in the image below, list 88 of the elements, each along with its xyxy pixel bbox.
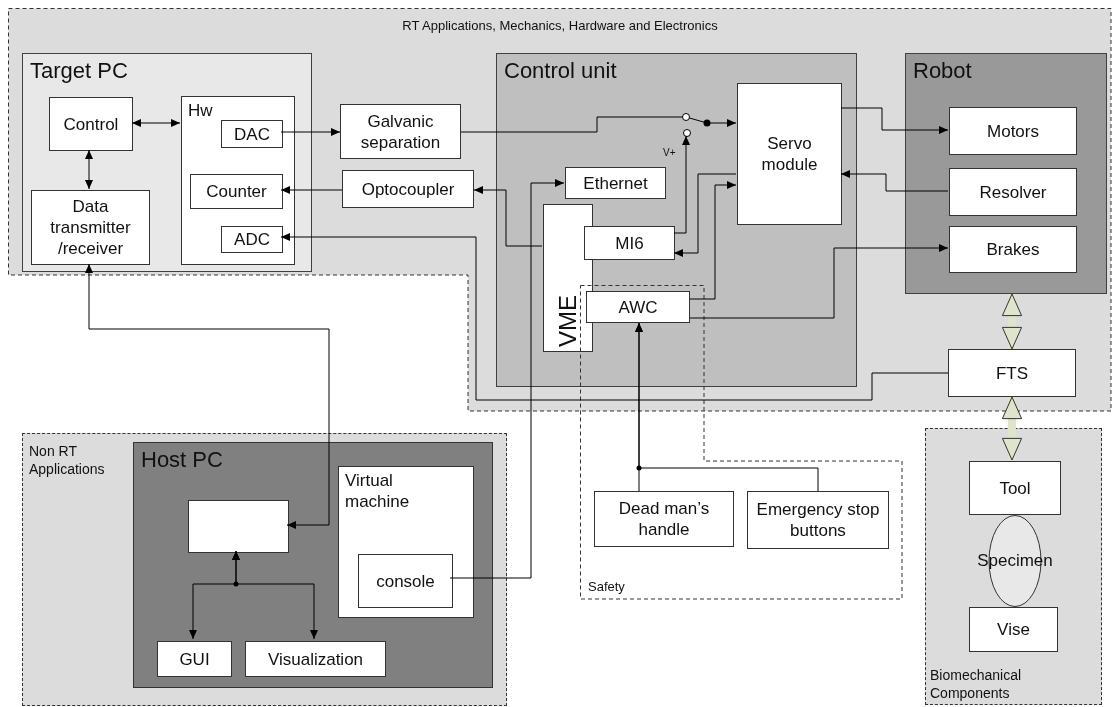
process-box	[49, 97, 133, 151]
process-box	[584, 226, 675, 260]
arrow	[635, 322, 819, 492]
process-box	[221, 120, 283, 148]
dashed-region	[8, 8, 1112, 412]
box-label: Control	[63, 113, 119, 135]
panel	[133, 442, 493, 688]
box-label: Data transmitter /receiver	[49, 196, 132, 259]
dashed-region	[580, 285, 903, 600]
box-label: Brakes	[986, 239, 1040, 260]
process-box	[737, 83, 842, 225]
process-box	[565, 167, 666, 199]
process-box	[949, 226, 1077, 273]
process-box	[594, 491, 734, 547]
signal-label: V+	[663, 146, 676, 160]
process-box	[747, 491, 889, 549]
arrow	[460, 116, 737, 133]
arrow	[280, 233, 949, 401]
process-box	[949, 168, 1077, 216]
box-label: FTS	[995, 362, 1029, 384]
box-label: Tool	[999, 477, 1031, 499]
arrow	[840, 170, 949, 192]
process-box	[358, 554, 453, 608]
arrow	[673, 135, 690, 234]
region-label: Biomechanical Components	[930, 666, 1023, 702]
box-label: Ethernet	[583, 172, 648, 194]
box-label: Emergency stop buttons	[755, 499, 881, 541]
process-box	[342, 170, 474, 208]
panel-title: Host PC	[141, 446, 223, 473]
box-label: Optocoupler	[361, 178, 455, 200]
process-box	[969, 461, 1061, 515]
panel-title: Robot	[913, 57, 972, 84]
group-box	[181, 96, 295, 265]
process-box	[190, 174, 283, 209]
bus-box	[543, 204, 593, 352]
arrow	[689, 244, 949, 319]
process-box	[948, 349, 1076, 397]
arrow	[280, 186, 343, 194]
panel-title: Control unit	[504, 57, 617, 84]
box-label: Specimen	[977, 550, 1053, 573]
box-label: DAC	[234, 123, 270, 145]
process-box	[221, 226, 283, 253]
box-label: GUI	[179, 648, 210, 670]
box-label: Counter	[206, 181, 267, 202]
process-box	[31, 190, 150, 265]
process-box	[586, 291, 690, 323]
double-arrow	[1001, 293, 1023, 350]
dashed-region	[925, 428, 1102, 705]
box-label: ADC	[234, 229, 270, 250]
box-label: console	[376, 570, 435, 592]
double-arrow	[1001, 396, 1023, 461]
arrow	[131, 119, 181, 127]
box-label: Galvanic separation	[359, 110, 442, 153]
panel	[905, 53, 1107, 294]
process-box	[245, 641, 386, 677]
arrow	[280, 128, 341, 136]
region-label: RT Applications, Mechanics, Hardware and Electronics	[401, 17, 719, 35]
arrow	[85, 263, 330, 529]
process-box	[949, 107, 1077, 155]
process-box	[969, 607, 1058, 652]
arrow	[85, 149, 93, 190]
box-label: MI6	[615, 232, 644, 254]
panel	[22, 53, 312, 272]
box-label: Dead man’s handle	[617, 498, 711, 540]
arrow	[689, 181, 737, 300]
arrow	[473, 186, 543, 247]
box-label: Hw	[188, 100, 214, 121]
process-box	[157, 641, 232, 677]
box-label: AWC	[618, 296, 658, 318]
region-label: Non RT Applications	[29, 442, 106, 478]
box-label: Resolver	[979, 181, 1047, 203]
dashed-region	[22, 433, 507, 706]
group-box	[338, 466, 474, 618]
region-label: Safety	[588, 577, 625, 596]
arrow	[840, 107, 949, 134]
panel	[496, 53, 857, 387]
box-label: VME	[555, 295, 581, 347]
panel-title: Target PC	[30, 57, 128, 84]
arrow	[232, 550, 318, 640]
box-label: Servo module	[760, 133, 819, 175]
arrow	[673, 173, 737, 257]
arrow	[449, 179, 565, 579]
process-box	[340, 104, 461, 159]
process-box	[188, 500, 289, 553]
box-label: Vise	[997, 619, 1030, 640]
box-label: Visualization	[267, 648, 364, 670]
box-label: Virtual machine	[345, 470, 411, 512]
box-label: Motors	[987, 120, 1039, 142]
